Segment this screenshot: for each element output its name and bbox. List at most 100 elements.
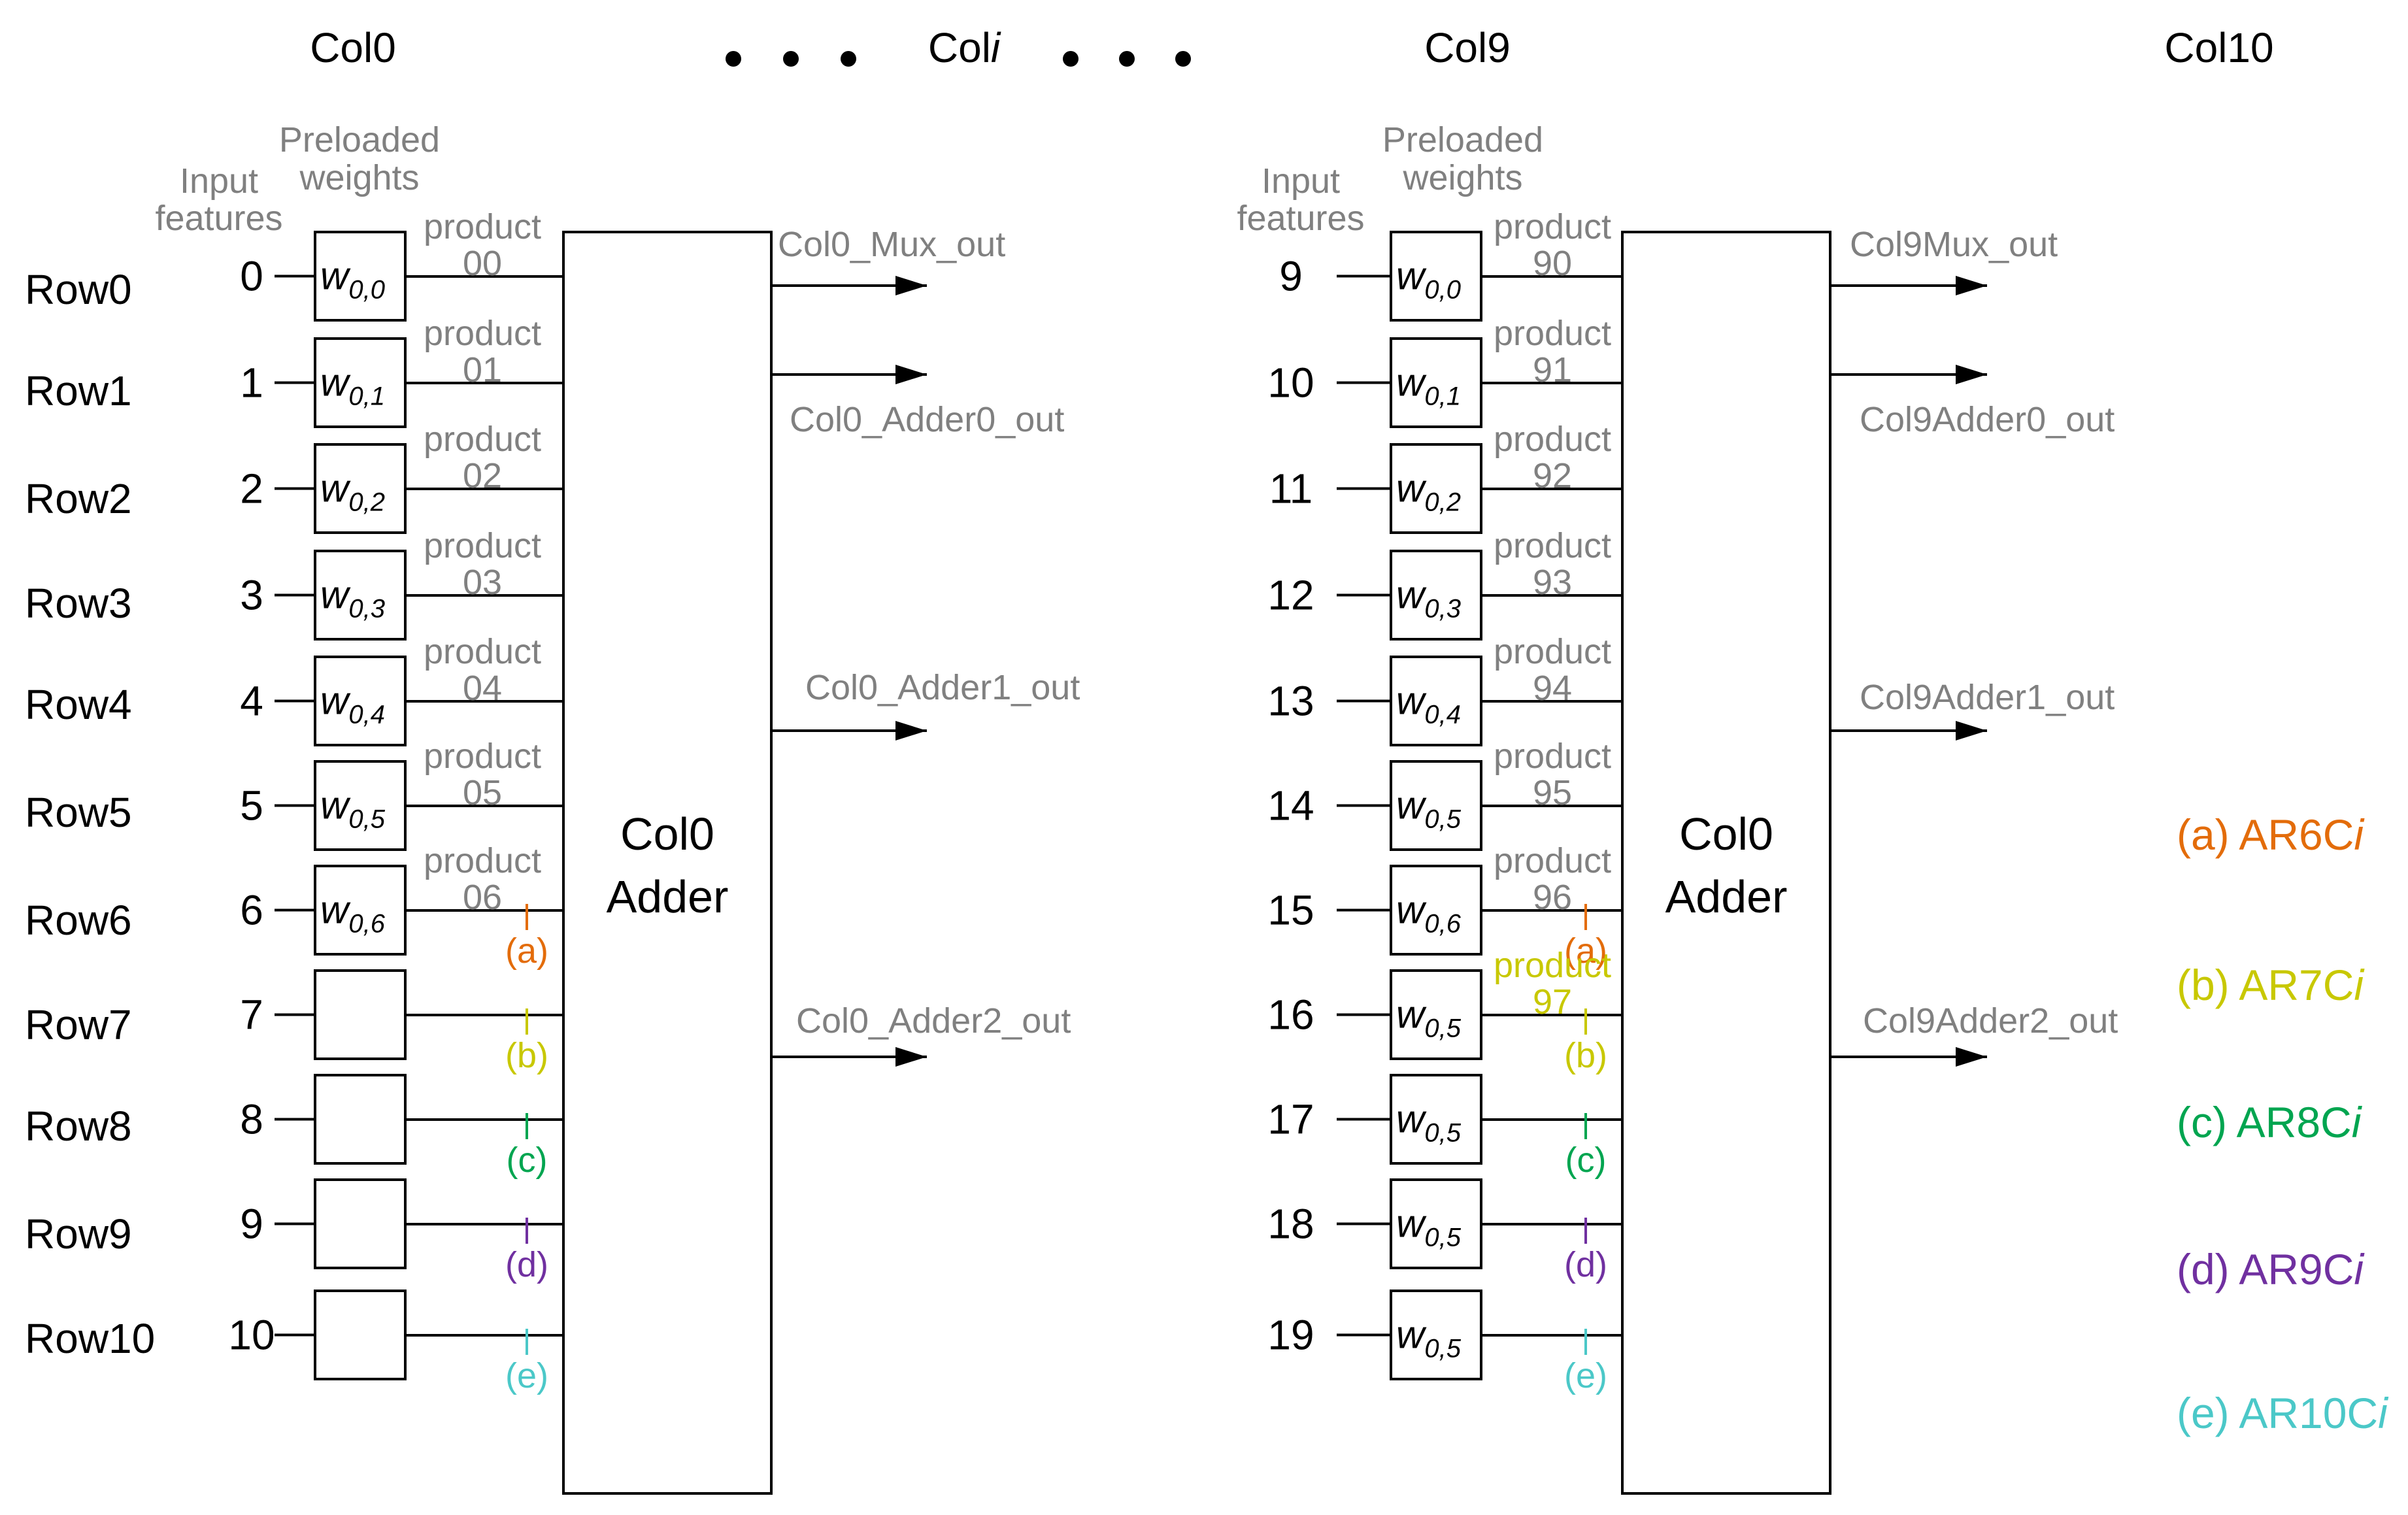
adder-label-right-line1: Col0 [1679, 808, 1773, 859]
product-number: 04 [463, 669, 502, 708]
weight-label: w0,2 [320, 467, 385, 517]
tap-label: (d) [1564, 1245, 1607, 1284]
product-label: product [424, 841, 541, 880]
output-label: Col0_Mux_out [778, 225, 1005, 264]
input-feature-right: 15 [1267, 887, 1314, 934]
input-feature-right: 9 [1279, 253, 1303, 300]
product-number: 03 [463, 563, 502, 602]
input-feature-left: 5 [240, 782, 263, 829]
row-label: Row5 [25, 789, 132, 836]
product-number: 92 [1533, 456, 1572, 495]
adder-label-left-line1: Col0 [620, 808, 714, 859]
product-label: product [1494, 526, 1611, 565]
row-label: Row7 [25, 1001, 132, 1048]
weight-label: w0,5 [320, 784, 386, 834]
weight-label: w0,5 [1396, 1313, 1462, 1363]
column-header: Col0 Coli Col9 Col10 [310, 24, 2273, 71]
product-label: product [1494, 841, 1611, 880]
weight-label: w0,5 [1396, 1097, 1462, 1148]
weight-box [1390, 969, 1482, 1060]
adder-box-right [1621, 231, 1831, 1495]
row-label: Row9 [25, 1210, 132, 1257]
weight-label: w0,5 [1396, 1202, 1462, 1252]
outputs-right: Col9Mux_outCol9Adder0_outCol9Adder1_outC… [1830, 225, 2118, 1067]
weight-label: w0,0 [320, 254, 385, 305]
product-label: product [1494, 207, 1611, 246]
tap-label: (e) [505, 1356, 548, 1395]
tap-label: (c) [507, 1140, 548, 1180]
input-feature-right: 14 [1267, 782, 1314, 829]
weight-label: w0,3 [320, 573, 385, 624]
product-label: product [1494, 314, 1611, 353]
weight-box [314, 656, 407, 746]
adder-label-right-line2: Adder [1665, 871, 1788, 922]
legend-entry-a: (a) AR6Ci [2177, 810, 2365, 859]
weight-label: w0,3 [1396, 573, 1461, 624]
output-label: Col9Adder0_out [1860, 400, 2115, 439]
weight-box [314, 969, 407, 1060]
input-feature-left: 6 [240, 887, 263, 934]
row-label: Row8 [25, 1103, 132, 1150]
weights-label-right: weights [1402, 158, 1522, 197]
tap-label: (b) [505, 1036, 548, 1075]
input-feature-right: 12 [1267, 572, 1314, 619]
input-feature-left: 4 [240, 678, 263, 725]
product-label: product [424, 632, 541, 671]
input-feature-right: 10 [1267, 359, 1314, 407]
tap-label: (d) [505, 1245, 548, 1284]
row-label: Row6 [25, 897, 132, 944]
input-feature-right: 18 [1267, 1201, 1314, 1248]
tap-label: (a) [1564, 931, 1607, 971]
weight-box [314, 1290, 407, 1380]
output-label: Col0_Adder0_out [790, 400, 1064, 439]
weight-box [314, 760, 407, 851]
product-label: product [424, 314, 541, 353]
product-label: product [1494, 946, 1611, 985]
weight-label: w0,4 [320, 679, 385, 729]
weight-label: w0,5 [1396, 993, 1462, 1043]
input-feature-left: 8 [240, 1096, 263, 1143]
product-number: 90 [1533, 244, 1572, 283]
weight-box [1390, 1290, 1482, 1380]
tap-label: (b) [1564, 1036, 1607, 1075]
row-label: Row0 [25, 266, 132, 313]
product-number: 91 [1533, 350, 1572, 390]
input-feature-right: 11 [1269, 465, 1313, 512]
input-label-left: Input [180, 161, 258, 201]
header-col0: Col0 [310, 24, 396, 71]
ellipsis-left [726, 51, 856, 67]
legend-entry-e: (e) AR10Ci [2177, 1389, 2389, 1437]
header-col10: Col10 [2164, 24, 2273, 71]
product-number: 05 [463, 773, 502, 812]
input-feature-right: 16 [1267, 991, 1314, 1039]
product-label: product [1494, 420, 1611, 459]
row-label: Row2 [25, 475, 132, 522]
weight-label: w0,6 [1396, 888, 1462, 939]
features-label-right: features [1237, 199, 1364, 238]
output-label: Col9Adder2_out [1863, 1001, 2118, 1041]
preloaded-label-left: Preloaded [279, 120, 440, 159]
legend: (a) AR6Ci(b) AR7Ci(c) AR8Ci(d) AR9Ci(e) … [2177, 810, 2389, 1437]
header-col-i: Coli [928, 24, 1001, 71]
adder-box-left [562, 231, 773, 1495]
row-label: Row3 [25, 580, 132, 627]
adder-block-left: Col0 Adder [562, 231, 773, 1495]
weight-box [1390, 1178, 1482, 1269]
product-label: product [424, 420, 541, 459]
weight-box [1390, 231, 1482, 322]
ellipsis-right [1063, 51, 1191, 67]
weight-box [314, 1074, 407, 1165]
input-feature-right: 13 [1267, 678, 1314, 725]
weight-label: w0,5 [1396, 784, 1462, 834]
legend-entry-c: (c) AR8Ci [2177, 1098, 2363, 1146]
product-number: 93 [1533, 563, 1572, 602]
tap-label: (e) [1564, 1356, 1607, 1395]
product-label: product [424, 207, 541, 246]
input-feature-left: 1 [240, 359, 263, 407]
weight-box [1390, 1074, 1482, 1165]
weight-box [1390, 550, 1482, 641]
